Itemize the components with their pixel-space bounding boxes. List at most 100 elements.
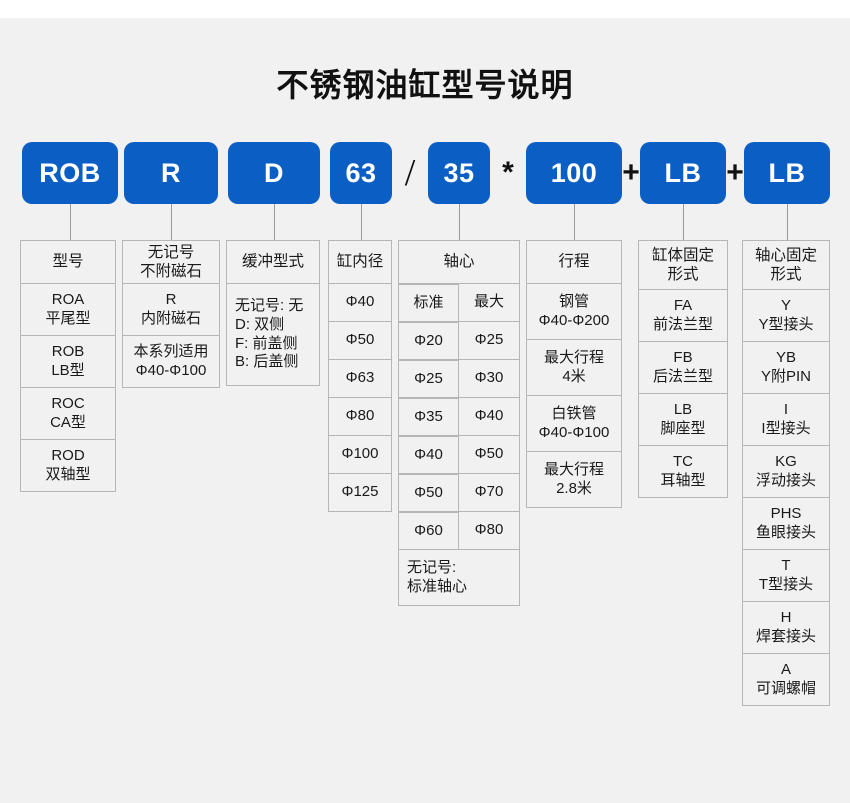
column-model-row-2-line-1: CA型 (50, 413, 86, 431)
column-cylinder-mount-header-line-1: 形式 (667, 266, 699, 283)
column-cylinder-mount-row-1-line-1: 后法兰型 (652, 367, 713, 385)
column-rod-max-3: Φ50 (459, 436, 520, 474)
column-magnet-header: 无记号不附磁石 (122, 240, 220, 284)
column-bore-row-4: Φ100 (328, 436, 392, 474)
column-stroke-row-1-line-1: 4米 (562, 367, 586, 385)
column-bore-row-1-line-0: Φ50 (345, 331, 375, 349)
column-magnet-row-0-line-1: 内附磁石 (140, 309, 201, 327)
badge-bore[interactable]: 63 (330, 142, 392, 204)
column-model-row-1-line-0: ROB (51, 342, 85, 360)
column-bore-row-3-line-0: Φ80 (345, 407, 375, 425)
column-model-row-3-line-1: 双轴型 (45, 465, 91, 483)
column-bore-row-2: Φ63 (328, 360, 392, 398)
connector-line-5 (574, 204, 575, 240)
separator-asterisk: * (502, 156, 514, 189)
column-rod-mount-row-6-line-0: H (780, 608, 792, 626)
badge-rod-mount[interactable]: LB (744, 142, 830, 204)
column-rod-header: 轴心 (398, 240, 520, 284)
connector-line-6 (683, 204, 684, 240)
badge-model[interactable]: ROB (22, 142, 118, 204)
connector-line-1 (171, 204, 172, 240)
column-rod-subheader-row: 标准最大 (398, 284, 520, 322)
column-stroke-row-0-line-0: 钢管 (558, 292, 589, 310)
column-stroke-row-3-line-0: 最大行程 (543, 460, 604, 478)
connector-line-7 (787, 204, 788, 240)
column-cylinder-mount-row-2-line-0: LB (673, 400, 693, 418)
badge-rod[interactable]: 35 (428, 142, 490, 204)
column-rod-mount-row-1-line-1: Y附PIN (760, 367, 811, 385)
column-cylinder-mount-row-3-line-0: TC (672, 452, 693, 470)
badge-cylinder-mount[interactable]: LB (640, 142, 726, 204)
column-magnet-row-1-line-0: 本系列适用 (133, 342, 209, 360)
column-cylinder-mount-row-1-line-0: FB (673, 348, 693, 366)
column-rod-standard-3: Φ40 (398, 436, 459, 474)
column-rod-mount-row-5-line-1: T型接头 (758, 575, 814, 593)
separator-plus-1: + (622, 156, 640, 189)
column-stroke-header: 行程 (526, 240, 622, 284)
column-rod-mount-row-5-line-0: T (781, 556, 791, 574)
column-magnet-row-0-line-0: R (165, 290, 177, 308)
column-cylinder-mount-row-0-line-0: FA (673, 296, 693, 314)
page-title: 不锈钢油缸型号说明 (276, 67, 574, 103)
column-rod-max-5: Φ80 (459, 512, 520, 550)
column-rod-mount-row-4-line-1: 鱼眼接头 (755, 523, 816, 541)
column-bore-row-5-line-0: Φ125 (341, 483, 379, 501)
column-bore-row-1: Φ50 (328, 322, 392, 360)
column-bore-row-5: Φ125 (328, 474, 392, 512)
column-rod-mount-row-7-line-1: 可调螺帽 (755, 679, 816, 697)
column-model-row-2-line-0: ROC (51, 394, 85, 412)
column-model-row-3-line-0: ROD (51, 446, 85, 464)
connector-line-2 (274, 204, 275, 240)
badge-magnet[interactable]: R (124, 142, 218, 204)
column-rod-mount-row-0-line-1: Y型接头 (758, 315, 814, 333)
column-stroke-row-1-line-0: 最大行程 (543, 348, 604, 366)
column-rod-standard-4: Φ50 (398, 474, 459, 512)
column-rod-mount-header-line-1: 形式 (770, 266, 802, 283)
separator-slash: / (404, 152, 416, 194)
column-rod-mount-row-0-line-0: Y (780, 296, 791, 314)
connector-line-4 (459, 204, 460, 240)
column-stroke-row-0-line-1: Φ40-Φ200 (538, 311, 610, 329)
column-model-header: 型号 (20, 240, 116, 284)
column-rod-mount-header: 轴心固定形式 (742, 240, 830, 290)
column-rod-standard-0: Φ20 (398, 322, 459, 360)
separator-plus-2: + (726, 156, 744, 189)
column-rod-standard-1: Φ25 (398, 360, 459, 398)
column-bore-header: 缸内径 (328, 240, 392, 284)
column-cylinder-mount-header-line-0: 缸体固定 (651, 246, 714, 264)
column-rod-standard-5: Φ60 (398, 512, 459, 550)
column-cylinder-mount-row-0-line-1: 前法兰型 (652, 315, 713, 333)
column-rod-max-0: Φ25 (459, 322, 520, 360)
column-model-row-1-line-1: LB型 (51, 361, 85, 379)
column-rod-mount-row-4-line-0: PHS (770, 504, 802, 522)
column-cushion-row-0-line-1: D: 双侧 (235, 315, 285, 333)
badge-stroke[interactable]: 100 (526, 142, 622, 204)
badge-cushion[interactable]: D (228, 142, 320, 204)
